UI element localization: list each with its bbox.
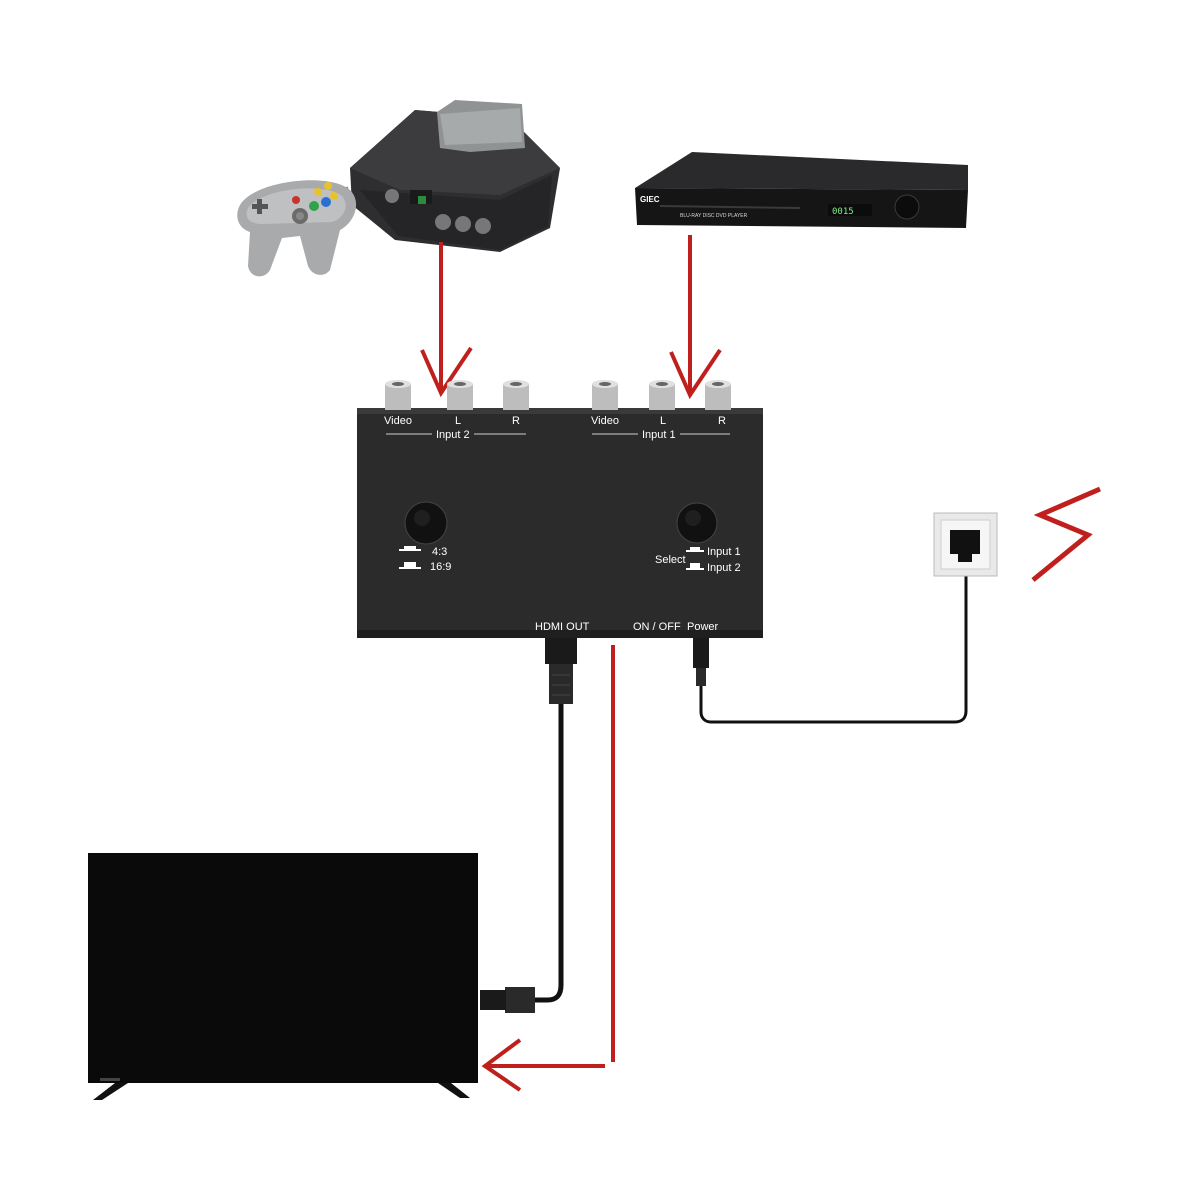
aspect-4-3-label: 4:3	[432, 546, 447, 558]
rca-jack-input2-left	[447, 380, 473, 410]
select-input2-indicator-icon	[686, 563, 704, 570]
player-brand: GIEC	[640, 195, 660, 204]
input1-group-label: Input 1	[642, 429, 676, 441]
rca-jack-input2-right	[503, 380, 529, 410]
wall-outlet	[933, 512, 998, 577]
select-input1-indicator-icon	[686, 547, 704, 552]
television	[88, 853, 478, 1100]
input2-group-label: Input 2	[436, 429, 470, 441]
rca-jack-input2-video	[385, 380, 411, 410]
hdmi-out-label: HDMI OUT	[535, 621, 590, 633]
input1-left-label: L	[660, 415, 666, 427]
game-controller	[237, 180, 357, 277]
hdmi-cable	[480, 638, 577, 1013]
player-model-text: BLU-RAY DISC DVD PLAYER	[680, 213, 748, 219]
rca-jack-input1-video	[592, 380, 618, 410]
input1-video-label: Video	[591, 415, 619, 427]
select-label: Select	[655, 554, 686, 566]
select-input1-label: Input 1	[707, 546, 741, 558]
aspect-16-9-indicator-icon	[399, 562, 421, 569]
input1-right-label: R	[718, 415, 726, 427]
blu-ray-player: 0015 GIEC BLU-RAY DISC DVD PLAYER	[635, 152, 968, 228]
arrow-console-to-input2	[420, 242, 473, 398]
input2-right-label: R	[512, 415, 520, 427]
select-input2-label: Input 2	[707, 562, 741, 574]
rca-jack-input1-right	[705, 380, 731, 410]
power-switch-label: ON / OFF	[633, 621, 681, 633]
electricity-icon	[1031, 486, 1101, 582]
input2-left-label: L	[455, 415, 461, 427]
aspect-16-9-label: 16:9	[430, 561, 451, 573]
player-display: 0015	[832, 207, 854, 217]
power-cable	[693, 568, 968, 724]
aspect-4-3-indicator-icon	[399, 546, 421, 551]
input2-video-label: Video	[384, 415, 412, 427]
rca-jack-input1-left	[649, 380, 675, 410]
arrow-player-to-input1	[669, 235, 722, 400]
arrow-converter-to-tv	[481, 645, 615, 1092]
game-console	[350, 100, 560, 252]
power-label: Power	[687, 621, 719, 633]
av-to-hdmi-converter: Video L R Input 2 Video L R Input 1 4:3 …	[357, 380, 763, 638]
